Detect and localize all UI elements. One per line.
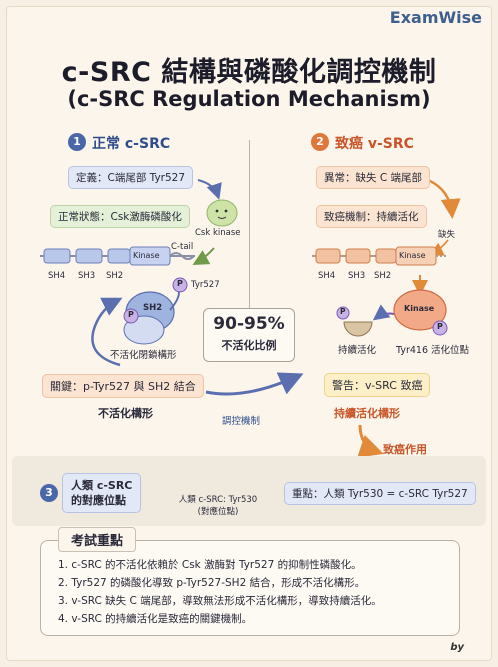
inactive-ratio-label: 不活化比例	[221, 339, 277, 352]
active-kinase-shape	[393, 289, 447, 331]
regulation-label: 調控機制	[222, 416, 261, 427]
section1-title: 正常 c-SRC	[92, 136, 171, 152]
p-tyr416-letter: P	[437, 322, 443, 331]
tyr530-caption-line1: 人類 c-SRC: Tyr530	[178, 495, 258, 505]
v-src-mechanism: 致癌機制：持續活化	[316, 205, 427, 228]
active-conformation-label: 持續活化構形	[334, 407, 400, 420]
v-src-abnormal: 異常：缺失 C 端尾部	[316, 166, 431, 189]
exam-point: 2. Tyr527 的磷酸化導致 p-Tyr527-SH2 結合，形成不活化構形…	[58, 577, 366, 589]
p-tyr527-letter: P	[177, 279, 183, 288]
c-src-sh4-label: SH4	[48, 271, 66, 281]
exam-point: 1. c-SRC 的不活化依賴於 Csk 激酶對 Tyr527 的抑制性磷酸化。	[58, 559, 362, 571]
c-src-sh2-domain	[107, 248, 131, 264]
tyr530-point: 重點：人類 Tyr530 = c-SRC Tyr527	[284, 482, 476, 505]
active-kinase-label: Kinase	[404, 304, 435, 313]
missing-label: 缺失	[438, 230, 456, 240]
substrate-p-marker	[336, 306, 350, 320]
section3-title: 人類 c-SRC 的對應位點	[62, 473, 142, 513]
v-src-kinase-label: Kinase	[399, 251, 426, 260]
csk-arrow	[192, 247, 215, 265]
c-src-sh4-domain	[43, 248, 71, 264]
byline: by	[450, 642, 464, 653]
section-divider	[249, 140, 250, 340]
section1-number: 1	[68, 133, 86, 151]
closed-kinase-shape	[123, 315, 165, 345]
c-src-sh3-label: SH3	[78, 271, 96, 281]
persistent-active-label: 持續活化	[338, 345, 377, 356]
exam-point: 3. v-SRC 缺失 C 端尾部，導致無法形成不活化構形，導致持續活化。	[58, 595, 382, 607]
regulation-arrow	[205, 372, 304, 396]
section3-number: 3	[40, 484, 58, 502]
v-src-sh2-domain	[375, 248, 397, 264]
closed-feedback-arrow	[91, 297, 123, 367]
abnormal-arrow	[427, 178, 461, 219]
p-sh2-letter: P	[128, 310, 134, 319]
p-substrate-letter: P	[340, 307, 346, 316]
exam-points-box	[40, 540, 460, 636]
csk-kinase-shape	[206, 199, 238, 227]
phospho-sh2-marker	[123, 308, 139, 324]
section3-title-line1: 人類 c-SRC	[71, 479, 133, 492]
section3-title-line2: 的對應位點	[71, 494, 126, 507]
closed-conformation-label: 不活化閉鎖構形	[110, 350, 177, 361]
c-src-sh3-domain	[75, 248, 103, 264]
exam-point: 4. v-SRC 的持續活化是致癌的關鍵機制。	[58, 613, 253, 625]
carcinogenic-label: 致癌作用	[383, 443, 427, 456]
v-src-sh2-label: SH2	[374, 271, 392, 281]
def-arrow	[197, 179, 222, 200]
v-src-sh4-label: SH4	[318, 271, 336, 281]
exam-points-title: 考試重點	[58, 527, 137, 552]
c-src-normal-state: 正常狀態：Csk激酶磷酸化	[50, 205, 190, 228]
c-src-kinase-label: Kinase	[133, 251, 160, 260]
page-subtitle: (c-SRC Regulation Mechanism)	[67, 87, 431, 111]
tyr416-label: Tyr416 活化位點	[396, 345, 470, 356]
carcinogenic-arrow	[357, 424, 384, 458]
page-title: c-SRC 結構與磷酸化調控機制	[61, 57, 437, 88]
phosphorylation-arrow	[372, 304, 395, 321]
substrate-shape	[343, 321, 373, 337]
c-src-definition: 定義：C端尾部 Tyr527	[68, 166, 194, 189]
inactive-ratio-value: 90-95%	[213, 314, 285, 334]
closed-sh2-label: SH2	[143, 303, 163, 313]
tyr530-caption: 人類 c-SRC: Tyr530 (對應位點)	[168, 494, 268, 518]
brand-logo: ExamWise	[389, 8, 482, 27]
inactive-ratio-stat: 90-95% 不活化比例	[203, 308, 295, 362]
v-src-sh3-label: SH3	[348, 271, 366, 281]
v-src-sh4-domain	[315, 248, 341, 264]
tyr416-marker	[432, 320, 448, 336]
key-binding-note: 關鍵：p-Tyr527 與 SH2 結合	[42, 374, 204, 398]
c-src-sh2-label: SH2	[106, 271, 124, 281]
v-src-sh3-domain	[345, 248, 371, 264]
section2-number: 2	[311, 133, 329, 151]
section2-title: 致癌 v-SRC	[335, 136, 414, 152]
tyr527-label: Tyr527	[191, 280, 220, 290]
phospho-tyr527-marker	[172, 277, 188, 293]
tyr530-caption-line2: (對應位點)	[197, 507, 239, 517]
c-src-kinase-domain	[129, 246, 171, 266]
c-tail-label: C-tail	[171, 242, 194, 252]
v-src-warning: 警告：v-SRC 致癌	[324, 373, 431, 397]
inactive-conformation-label: 不活化構形	[98, 407, 153, 420]
csk-kinase-label: Csk kinase	[195, 228, 241, 238]
